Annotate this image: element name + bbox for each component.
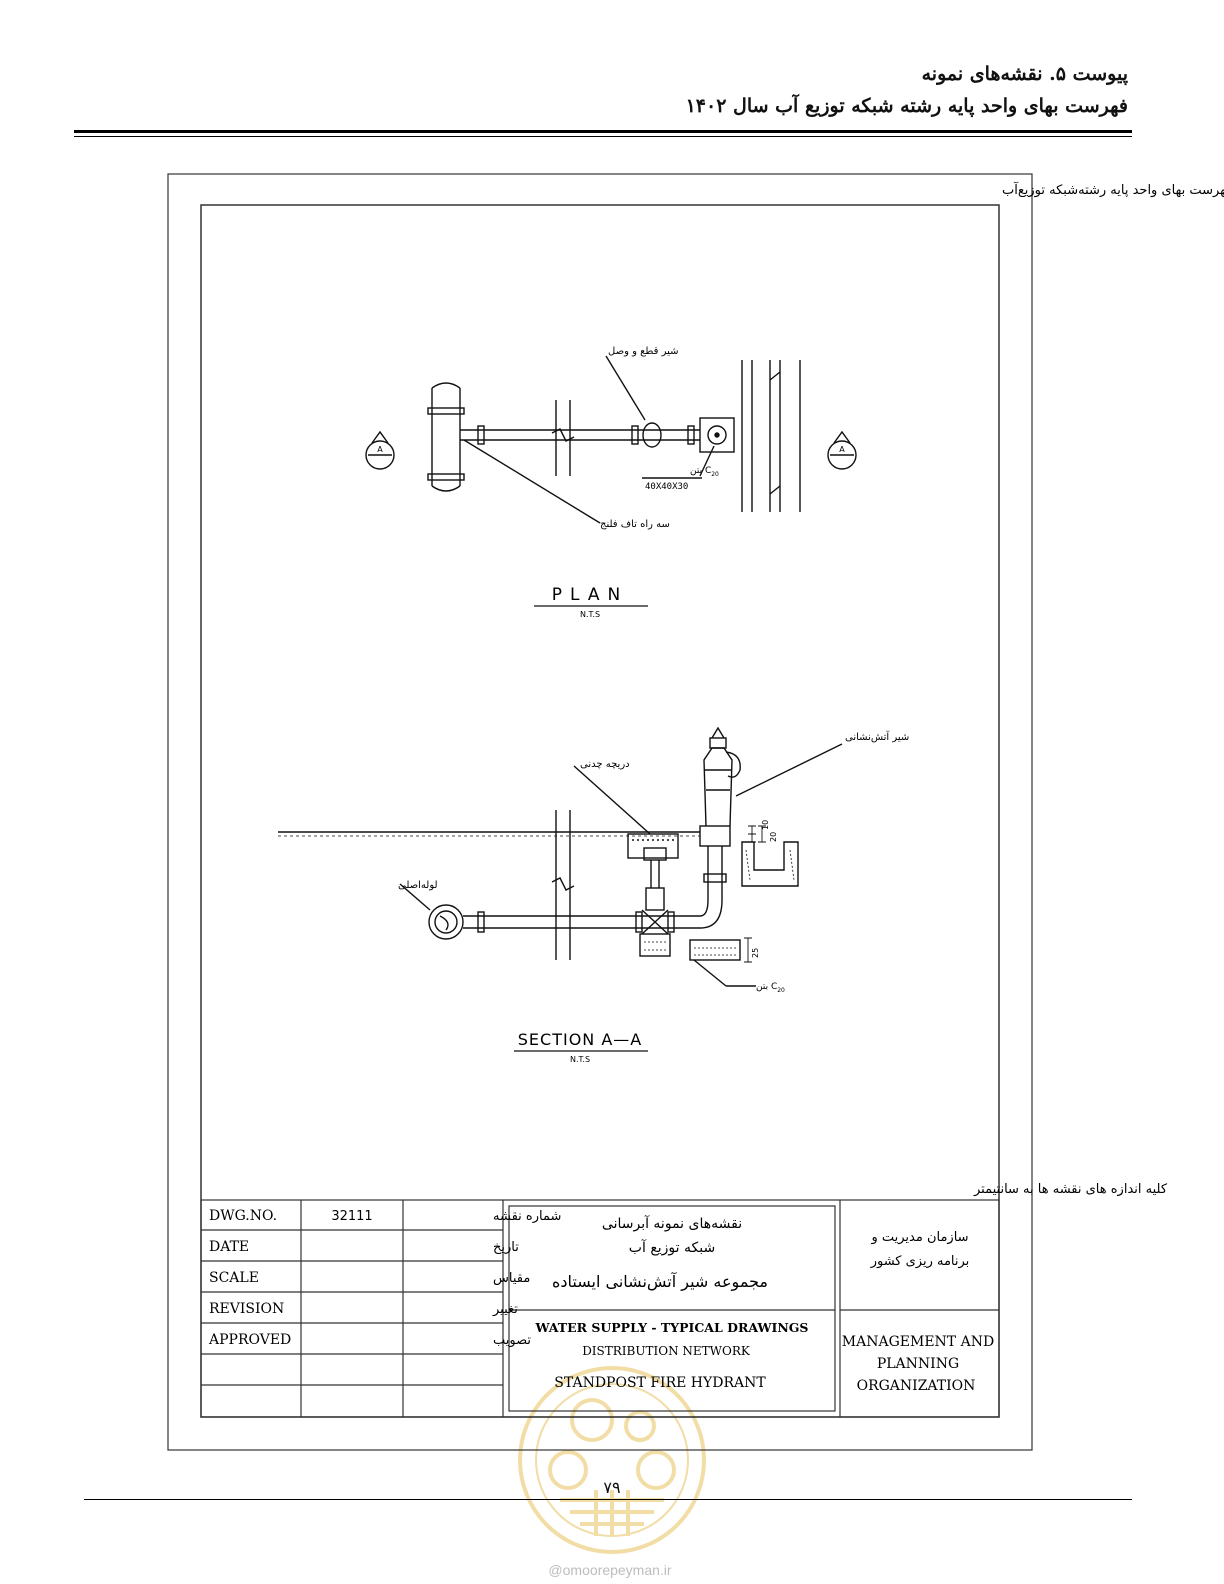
plan-label-block-size: 40X40X30 bbox=[645, 482, 688, 492]
title-row-1-value: 32111 bbox=[331, 1209, 372, 1224]
page-header-line2: فهرست بهای واحد پایه رشته شبکه توزیع آب … bbox=[685, 95, 1128, 117]
section-label-main-pipe: لوله‌اصلی bbox=[398, 880, 438, 891]
title-row-1-en: DWG.NO. bbox=[209, 1208, 277, 1224]
section-label-concrete: بتن C20 bbox=[756, 982, 785, 994]
title-en-line-1: WATER SUPPLY - TYPICAL DRAWINGS bbox=[535, 1320, 809, 1335]
section-scale-note: N.T.S bbox=[570, 1055, 590, 1064]
org-en-line-3: ORGANIZATION bbox=[857, 1378, 976, 1394]
title-fa-line-2: شبکه توزیع آب bbox=[629, 1239, 715, 1256]
watermark-seal-icon bbox=[518, 1366, 706, 1554]
org-en-line-1: MANAGEMENT AND bbox=[842, 1334, 994, 1350]
section-dim-20: 20 bbox=[769, 832, 778, 842]
watermark-text: @omoorepeyman.ir bbox=[548, 1562, 672, 1578]
title-fa-line-3: مجموعه شیر آتش‌نشانی ایستاده bbox=[552, 1272, 768, 1292]
page-number: ۷۹ bbox=[603, 1478, 621, 1497]
title-block bbox=[200, 1199, 1000, 1418]
title-row-5-en: APPROVED bbox=[208, 1332, 291, 1348]
section-dim-10: 10 bbox=[761, 820, 770, 830]
plan-scale-note: N.T.S bbox=[580, 610, 600, 619]
header-rule-thin bbox=[74, 136, 1132, 137]
title-row-3-en: SCALE bbox=[209, 1270, 259, 1286]
title-row-2-en: DATE bbox=[209, 1239, 249, 1255]
dimensions-note: کلیه اندازه های نقشه ها به سانتیمتر bbox=[973, 1182, 1168, 1197]
org-fa-line-2: برنامه ریزی کشور bbox=[870, 1254, 970, 1269]
page-header: پیوست ۵. نقشه‌های نمونه فهرست بهای واحد … bbox=[686, 58, 1128, 122]
plan-label-gate-valve: شیر قطع و وصل bbox=[608, 346, 678, 357]
title-row-2-fa: تاریخ bbox=[493, 1240, 519, 1255]
plan-label-concrete: بتن C20 bbox=[690, 466, 719, 478]
title-en-line-2: DISTRIBUTION NETWORK bbox=[582, 1344, 751, 1358]
sheet-header: فهرست بهای واحد پایه رشته‌شبکه توزیع‌آب bbox=[1002, 181, 1224, 198]
plan-view bbox=[365, 355, 857, 524]
section-view bbox=[278, 726, 843, 987]
title-en-line-3: STANDPOST FIRE HYDRANT bbox=[554, 1375, 766, 1391]
title-row-1-fa: شماره نقشه bbox=[493, 1209, 561, 1224]
plan-marker-left: A bbox=[377, 445, 383, 454]
title-fa-line-1: نقشه‌های نمونه آبرسانی bbox=[602, 1215, 742, 1232]
plan-label-flanged-tee: سه راه تاف فلنج bbox=[600, 519, 670, 530]
section-label-fire-valve: شیر آتش‌نشانی bbox=[845, 730, 909, 743]
title-row-5-fa: تصویب bbox=[493, 1333, 531, 1348]
header-rule-thick bbox=[74, 130, 1132, 133]
org-en-line-2: PLANNING bbox=[877, 1356, 959, 1372]
section-label-cast-iron-box: دریچه چدنی bbox=[580, 759, 630, 770]
title-row-4-fa: تغییر bbox=[492, 1302, 518, 1317]
org-fa-line-1: سازمان مدیریت و bbox=[870, 1230, 968, 1245]
footer-rule bbox=[84, 1499, 1132, 1500]
title-row-3-fa: مقیاس bbox=[493, 1271, 530, 1286]
page-header-line1: پیوست ۵. نقشه‌های نمونه bbox=[921, 63, 1128, 85]
plan-marker-right: A bbox=[839, 445, 845, 454]
section-dim-25: 25 bbox=[751, 948, 760, 958]
section-title: SECTION A—A bbox=[518, 1030, 642, 1049]
title-row-4-en: REVISION bbox=[209, 1301, 284, 1317]
plan-title: PLAN bbox=[552, 585, 628, 605]
